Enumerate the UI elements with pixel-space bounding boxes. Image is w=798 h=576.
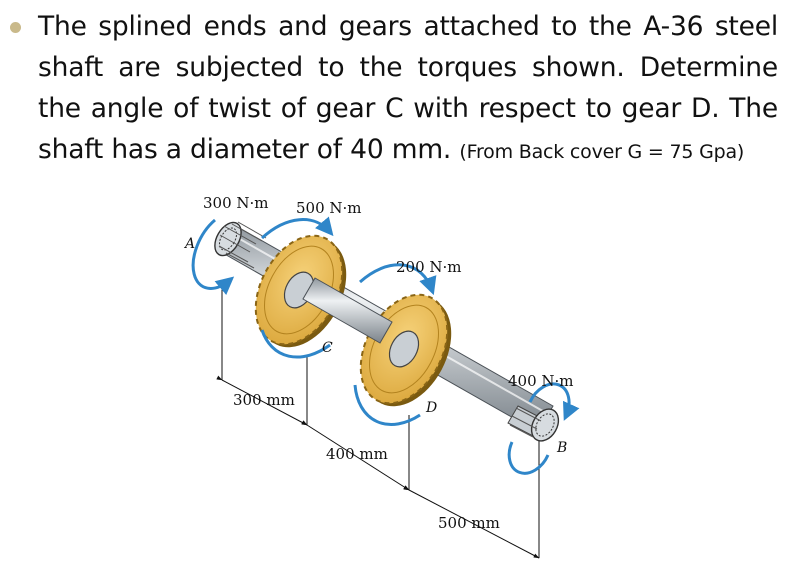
dimension-line-cd: [301, 420, 410, 491]
torque-label-a: 300 N·m: [203, 194, 269, 212]
gear-c: [254, 234, 347, 348]
torque-arrow-b-bottom: [507, 441, 550, 475]
dimension-line-ac: [216, 375, 308, 426]
dimension-lines: [216, 375, 540, 559]
point-label-a: A: [183, 236, 195, 252]
problem-note: (From Back cover G = 75 Gpa): [459, 141, 745, 163]
problem-statement: The splined ends and gears attached to t…: [38, 6, 778, 173]
shaft-segment-cd: [302, 277, 393, 344]
torque-arrows: [191, 216, 580, 475]
torque-arrow-a: [191, 218, 235, 296]
dimension-line-db: [403, 485, 540, 559]
torque-label-d: 200 N·m: [396, 258, 462, 276]
point-label-b: B: [556, 440, 567, 456]
point-label-c: C: [322, 340, 333, 356]
torque-arrow-c-bottom: [260, 329, 331, 359]
dimension-label-cd: 400 mm: [326, 445, 388, 463]
splined-end-b: [507, 405, 560, 442]
torque-label-b: 400 N·m: [508, 372, 574, 390]
point-label-d: D: [425, 400, 437, 416]
torque-arrow-d-bottom: [353, 384, 421, 426]
torque-arrow-b-top: [528, 382, 580, 421]
splined-end-a: [214, 221, 267, 269]
dimension-label-ac: 300 mm: [233, 391, 295, 409]
shaft-figure: 300 N·m 500 N·m 200 N·m 400 N·m A B C D …: [183, 194, 580, 559]
bullet-dot: [10, 22, 21, 33]
torque-label-c: 500 N·m: [296, 199, 362, 217]
problem-text: The splined ends and gears attached to t…: [38, 11, 778, 165]
torque-arrow-c-top: [260, 216, 334, 240]
torque-arrow-d-top: [358, 263, 437, 296]
dimension-label-db: 500 mm: [438, 514, 500, 532]
